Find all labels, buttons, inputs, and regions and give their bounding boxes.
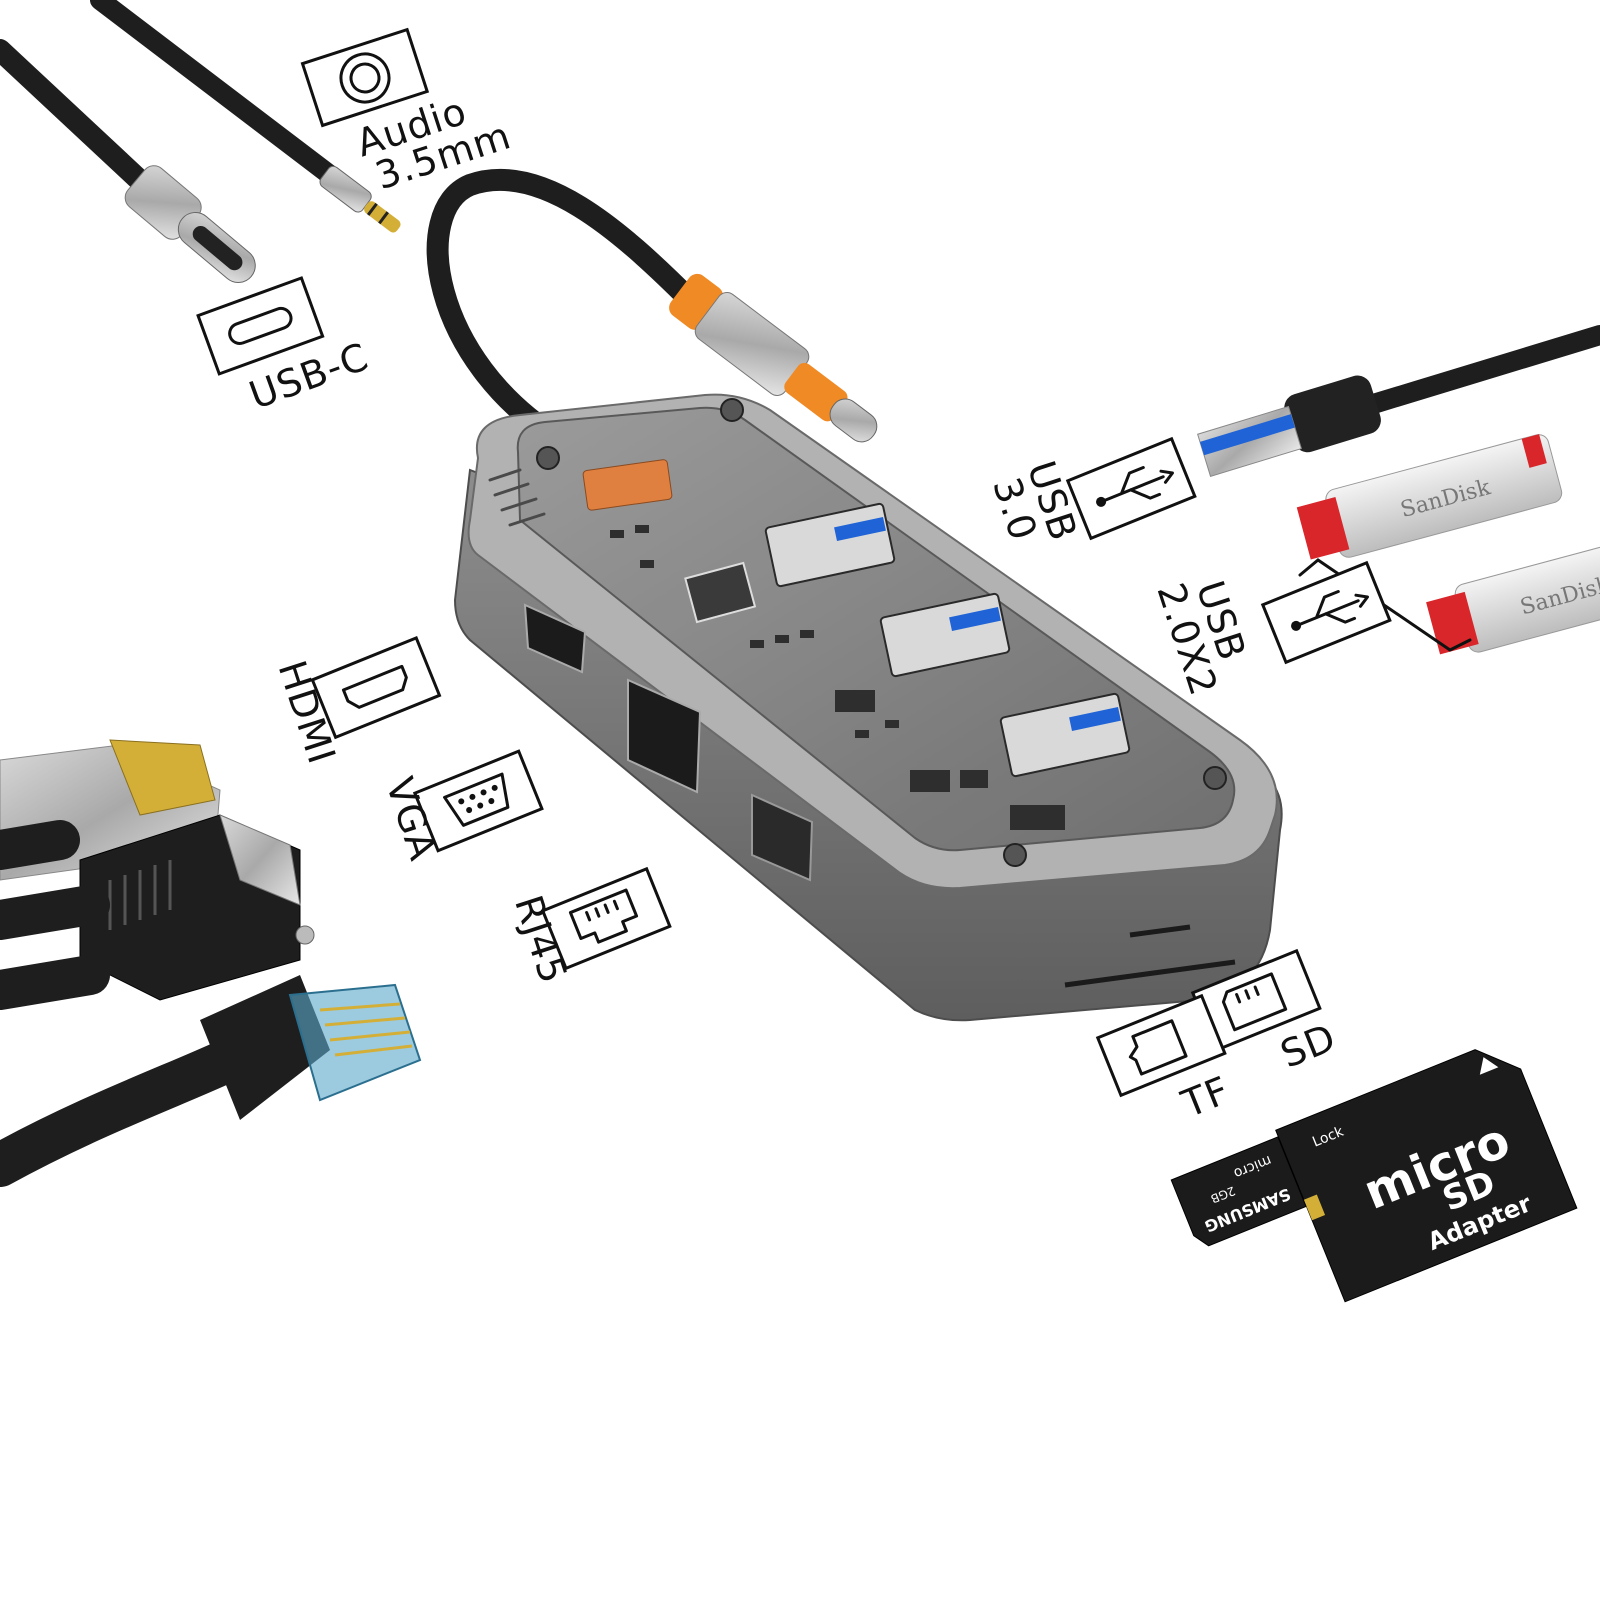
ethernet-icon	[540, 866, 672, 971]
usb-hub	[453, 393, 1283, 1022]
hdmi-port-badge: HDMI	[270, 635, 442, 770]
micro-sd-card: SAMSUNG 2GB micro	[1170, 1136, 1307, 1247]
usbc-port-badge: USB-C	[196, 276, 374, 418]
hub-sd-slot	[1064, 959, 1236, 988]
usbc-cable-left	[0, 39, 256, 283]
vga-cable	[0, 814, 315, 1010]
hub-usbc-cable	[426, 168, 878, 451]
usb2-port-badge: USB 2.0X2	[1148, 560, 1392, 701]
audio-icon	[300, 27, 430, 128]
hdmi-icon	[310, 635, 442, 740]
flash-drive-top: SanDisk	[1296, 434, 1563, 560]
micro-sd-adapter: Lock micro SD Adapter	[1275, 1049, 1578, 1303]
hub-vga-port	[627, 678, 702, 794]
tf-label: TF	[1175, 1068, 1236, 1127]
rj45-cable	[0, 975, 422, 1187]
hub-tf-slot	[1129, 924, 1191, 938]
rj45-port-badge: RJ45	[506, 866, 672, 989]
vga-icon	[412, 749, 544, 853]
micro-sd-icon	[1095, 993, 1227, 1098]
usbc-icon	[196, 276, 325, 376]
flash-drive-bottom: SanDisk	[1426, 536, 1600, 655]
usb3-port-badge: USB 3.0	[984, 436, 1197, 546]
hub-hdmi-port	[523, 603, 587, 674]
usba-cable	[1197, 325, 1600, 477]
hub-rj45-port	[751, 793, 814, 882]
vga-port-badge: VGA	[377, 749, 544, 866]
sd-label: SD	[1274, 1015, 1342, 1077]
audio-cable	[90, 0, 401, 233]
